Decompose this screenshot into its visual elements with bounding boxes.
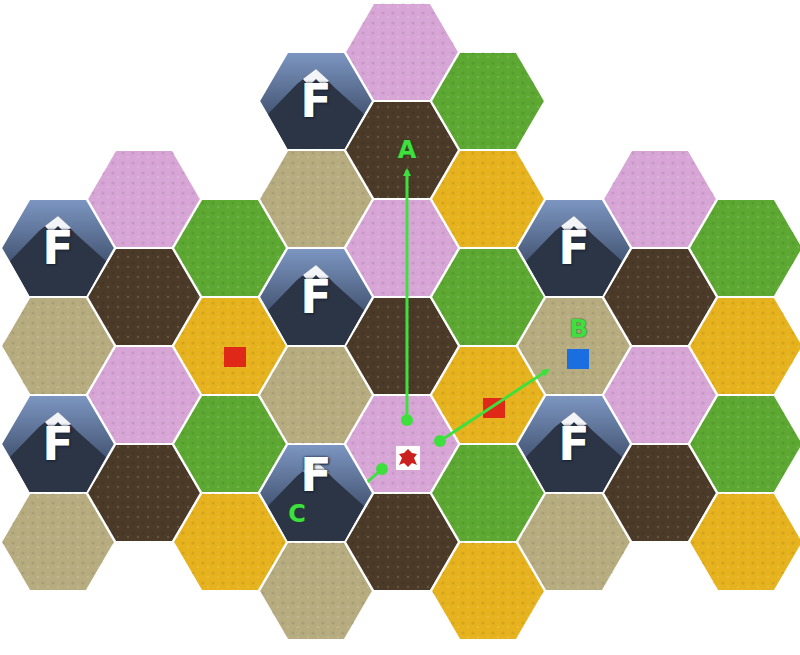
hex-letter: F xyxy=(300,78,331,124)
mountain-hex: F xyxy=(517,199,631,297)
hex-outline xyxy=(259,248,373,346)
terrain-texture xyxy=(431,52,545,150)
blue-marker xyxy=(567,349,589,369)
hex-outline xyxy=(259,444,373,542)
move-arrow xyxy=(406,170,409,420)
mountain-shape xyxy=(526,412,622,492)
hex-outline xyxy=(517,395,631,493)
terrain-texture xyxy=(689,395,800,493)
mountain-hex: F xyxy=(259,248,373,346)
mountain-hex: F xyxy=(259,444,373,542)
terrain-texture xyxy=(689,297,800,395)
arrow-start xyxy=(434,435,446,447)
mountain-hex: F xyxy=(517,395,631,493)
hex-letter: F xyxy=(300,452,331,498)
hex-letter: F xyxy=(42,225,73,271)
target-letter: C xyxy=(288,502,306,526)
terrain-hex xyxy=(689,493,800,591)
hex-outline xyxy=(1,395,115,493)
terrain-hex xyxy=(431,52,545,150)
terrain-texture xyxy=(689,493,800,591)
mountain-hex: F xyxy=(259,52,373,150)
hex-outline xyxy=(259,52,373,150)
mountain-shape xyxy=(268,265,364,345)
arrow-start xyxy=(376,463,388,475)
meeple xyxy=(399,449,417,467)
hex-outline xyxy=(517,199,631,297)
mountain-hex: F xyxy=(1,199,115,297)
hex-letter: F xyxy=(558,225,589,271)
terrain-hex xyxy=(689,199,800,297)
meeple-tile xyxy=(396,446,420,470)
mountain-shape xyxy=(268,69,364,149)
red-marker xyxy=(224,347,246,367)
hex-letter: F xyxy=(300,274,331,320)
arrow-start xyxy=(401,414,413,426)
mountain-shape xyxy=(10,412,106,492)
terrain-hex xyxy=(689,297,800,395)
mountain-hex: F xyxy=(1,395,115,493)
hex-letter: F xyxy=(42,421,73,467)
terrain-texture xyxy=(689,199,800,297)
terrain-hex xyxy=(689,395,800,493)
target-letter: A xyxy=(398,138,417,162)
mountain-shape xyxy=(10,216,106,296)
hex-outline xyxy=(1,199,115,297)
mountain-shape xyxy=(526,216,622,296)
hex-letter: F xyxy=(558,421,589,467)
target-letter: B xyxy=(570,317,588,341)
